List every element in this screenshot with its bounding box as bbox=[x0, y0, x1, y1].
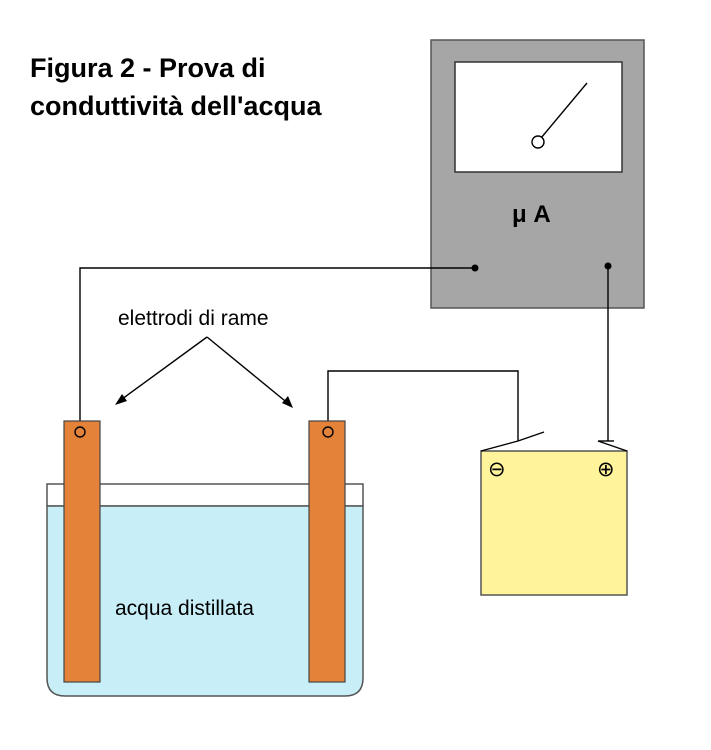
electrodes-label: elettrodi di rame bbox=[118, 307, 269, 330]
figure-title-line-1: Figura 2 - Prova di bbox=[30, 53, 266, 83]
electrode-right bbox=[308, 420, 346, 683]
ammeter-needle-pivot bbox=[531, 135, 545, 149]
microammeter: μ A bbox=[430, 39, 645, 309]
water-container bbox=[46, 483, 364, 697]
pointer-line-left bbox=[117, 336, 208, 403]
battery-positive-symbol: ⊕ bbox=[597, 458, 615, 481]
ammeter-display bbox=[454, 61, 623, 173]
figure-title-line-2: conduttività dell'acqua bbox=[30, 91, 322, 121]
wire-ammeter-to-left-electrode bbox=[79, 267, 475, 432]
arrowhead-right bbox=[282, 396, 293, 408]
ammeter-needle bbox=[540, 82, 588, 139]
electrode-right-terminal bbox=[322, 426, 334, 438]
ammeter-unit-label: μ A bbox=[512, 201, 551, 228]
battery-body bbox=[480, 450, 628, 596]
wire-right-electrode-to-battery-negative bbox=[327, 370, 519, 441]
water-label: acqua distillata bbox=[115, 597, 254, 620]
electrode-left-terminal bbox=[74, 426, 86, 438]
electrode-left bbox=[63, 420, 101, 683]
battery-negative-symbol: ⊖ bbox=[488, 458, 506, 481]
battery: ⊖ ⊕ bbox=[480, 431, 628, 596]
arrowhead-left bbox=[115, 394, 127, 405]
battery-positive-contact bbox=[597, 440, 628, 452]
water-body bbox=[46, 505, 364, 697]
battery-negative-contact-left bbox=[480, 440, 519, 452]
pointer-line-right bbox=[206, 336, 291, 406]
electrode-pointer-arrows bbox=[115, 336, 293, 408]
battery-negative-contact-right bbox=[517, 431, 545, 442]
